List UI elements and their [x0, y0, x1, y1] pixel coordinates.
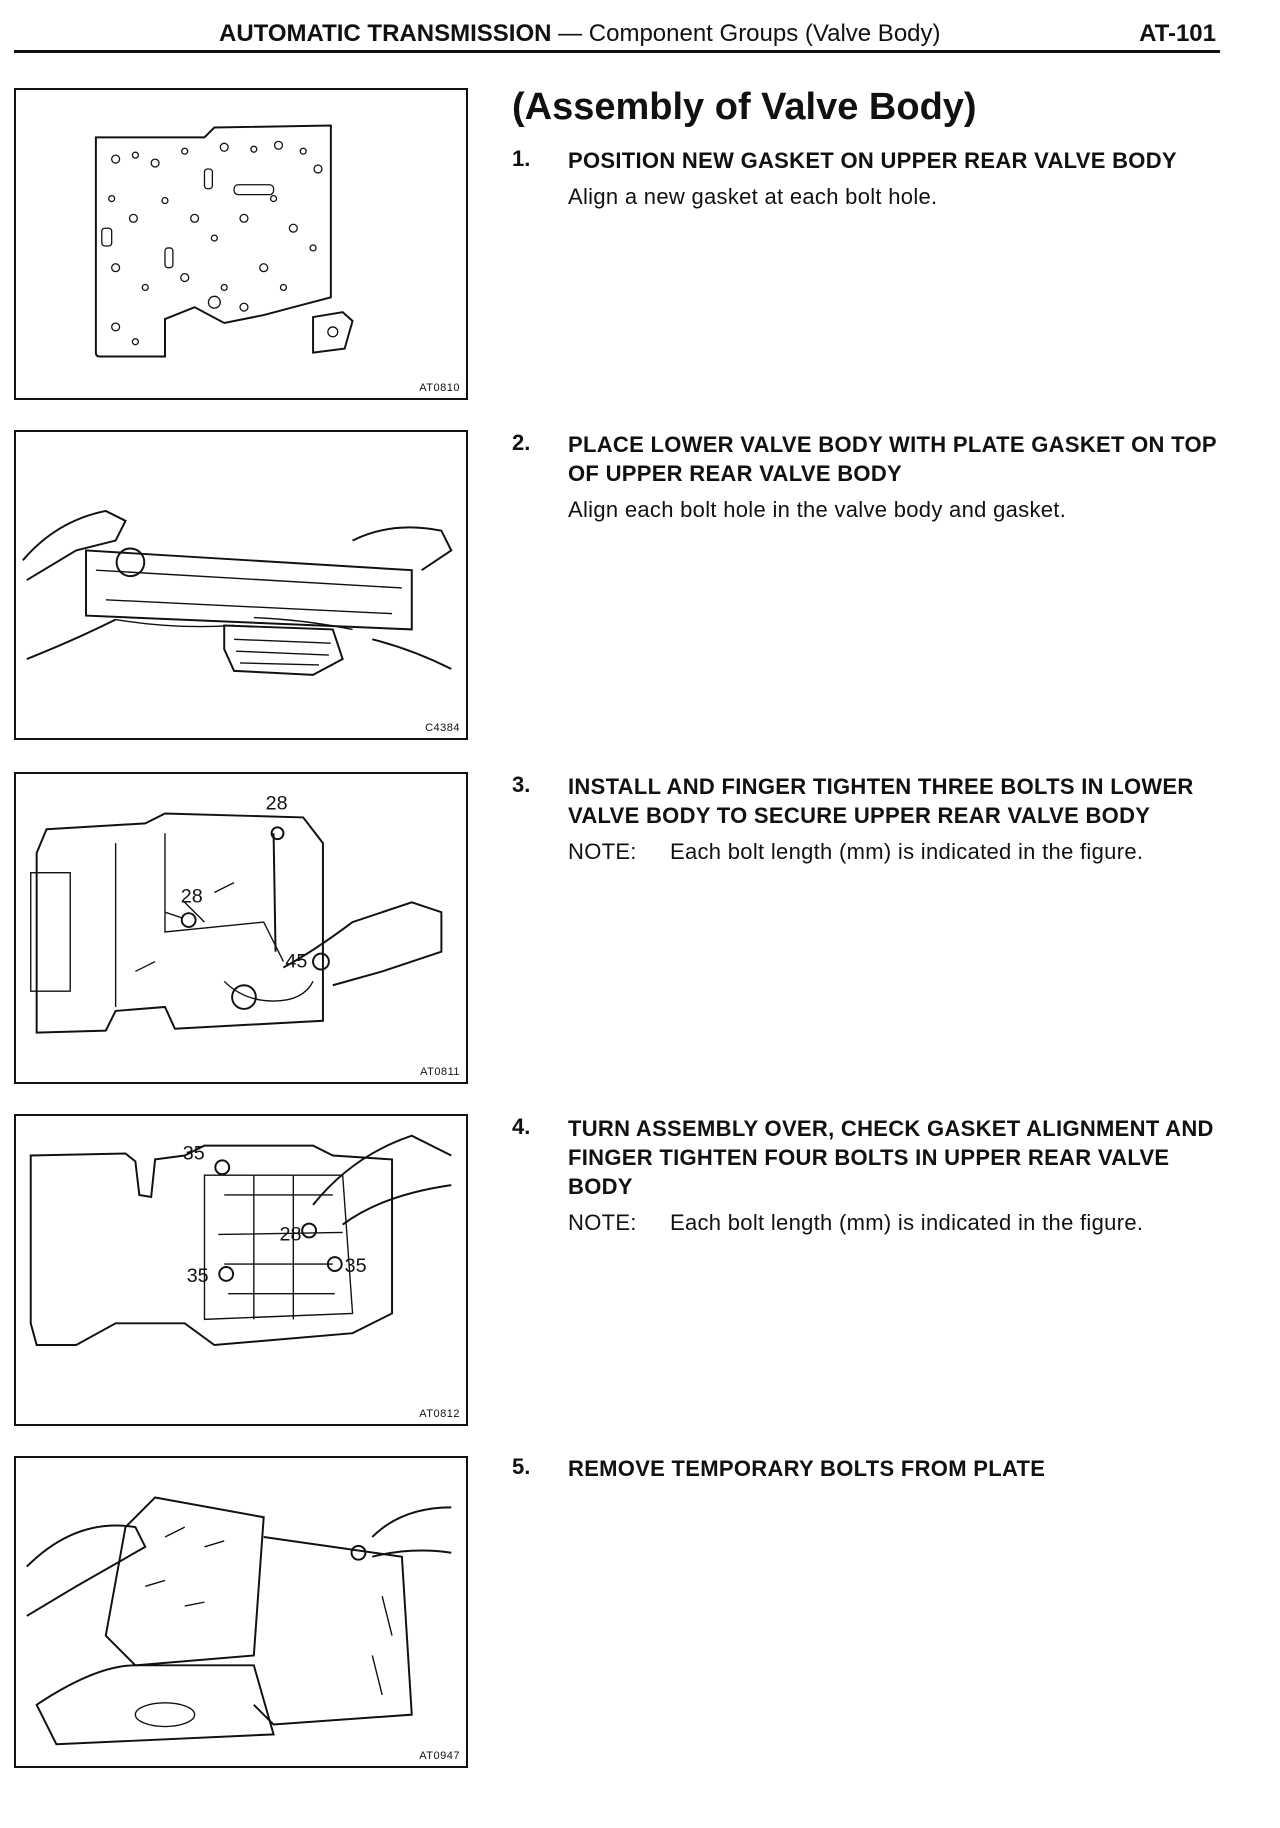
bolt-label-35-left: 35 — [187, 1265, 209, 1287]
upper-rear-valve-body-bolts-illustration: 35 28 35 35 — [29, 1134, 452, 1347]
note-label: NOTE: — [568, 1210, 637, 1235]
header-title-rest: — Component Groups (Valve Body) — [551, 20, 941, 47]
step-heading: PLACE LOWER VALVE BODY WITH PLATE GASKET… — [568, 432, 1217, 486]
step-2: 2. PLACE LOWER VALVE BODY WITH PLATE GAS… — [512, 430, 1222, 524]
step-heading: TURN ASSEMBLY OVER, CHECK GASKET ALIGNME… — [568, 1116, 1214, 1199]
step-5: 5. REMOVE TEMPORARY BOLTS FROM PLATE — [512, 1454, 1222, 1483]
step-heading: REMOVE TEMPORARY BOLTS FROM PLATE — [568, 1456, 1046, 1481]
note-text: Each bolt length (mm) is indicated in th… — [670, 839, 1144, 864]
note-text: Each bolt length (mm) is indicated in th… — [670, 1210, 1144, 1235]
figure-code: AT0812 — [419, 1408, 460, 1420]
step-heading: INSTALL AND FINGER TIGHTEN THREE BOLTS I… — [568, 774, 1194, 828]
bolt-35-right — [326, 1256, 343, 1272]
temporary-bolt — [350, 1544, 367, 1561]
figure-remove-bolts: AT0947 — [14, 1456, 468, 1768]
header-title-bold: AUTOMATIC TRANSMISSION — [219, 20, 552, 47]
step-body: Align each bolt hole in the valve body a… — [568, 497, 1067, 522]
step-number: 4. — [512, 1114, 531, 1139]
step-note: NOTE: Each bolt length (mm) is indicated … — [568, 838, 1222, 866]
step-1: 1. POSITION NEW GASKET ON UPPER REAR VAL… — [512, 146, 1222, 211]
gasket-illustration — [94, 124, 354, 358]
bolt-label-28: 28 — [279, 1223, 301, 1245]
figure-code: AT0811 — [420, 1066, 460, 1078]
bolt-label-28-top: 28 — [266, 793, 288, 815]
valve-body-hands-illustration — [22, 509, 453, 676]
remove-temporary-bolts-illustration — [26, 1496, 452, 1746]
bolt-28 — [301, 1222, 318, 1239]
figure-gasket: AT0810 — [14, 88, 468, 400]
header-title: AUTOMATIC TRANSMISSION — Component Group… — [219, 20, 941, 48]
bolt-28-mid — [180, 912, 197, 928]
step-heading: POSITION NEW GASKET ON UPPER REAR VALVE … — [568, 148, 1177, 173]
figure-four-bolts: 35 28 35 35 AT0812 — [14, 1114, 468, 1426]
figure-code: AT0810 — [419, 382, 460, 394]
step-number: 3. — [512, 772, 531, 797]
figure-code: C4384 — [425, 722, 460, 734]
step-number: 5. — [512, 1454, 531, 1479]
step-note: NOTE: Each bolt length (mm) is indicated … — [568, 1209, 1222, 1237]
page-header: AUTOMATIC TRANSMISSION — Component Group… — [14, 18, 1220, 53]
bolt-label-35-top-left: 35 — [183, 1142, 205, 1164]
bolt-28-top — [270, 826, 285, 841]
step-number: 2. — [512, 430, 531, 455]
bolt-label-35-right: 35 — [345, 1255, 367, 1277]
figure-code: AT0947 — [419, 1750, 460, 1762]
bolt-35-left — [218, 1266, 235, 1282]
page-number: AT-101 — [1139, 20, 1216, 47]
figure-place-lower-body: C4384 — [14, 430, 468, 740]
step-number: 1. — [512, 146, 531, 171]
lower-valve-body-bolts-illustration: 28 28 45 — [30, 793, 443, 1034]
step-body: Align a new gasket at each bolt hole. — [568, 184, 938, 209]
figure-three-bolts: 28 28 45 AT0811 — [14, 772, 468, 1084]
bolt-45 — [312, 952, 330, 971]
bolt-label-45: 45 — [285, 950, 307, 972]
note-label: NOTE: — [568, 839, 637, 864]
section-title: (Assembly of Valve Body) — [512, 86, 977, 128]
bolt-label-28-mid: 28 — [181, 885, 203, 907]
step-3: 3. INSTALL AND FINGER TIGHTEN THREE BOLT… — [512, 772, 1222, 866]
step-4: 4. TURN ASSEMBLY OVER, CHECK GASKET ALIG… — [512, 1114, 1222, 1237]
bolt-35-top-left — [214, 1159, 231, 1176]
